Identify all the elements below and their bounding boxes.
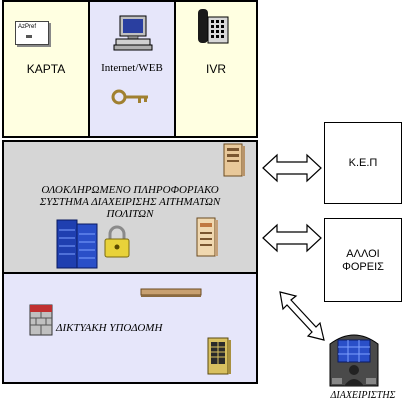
system-title: ΟΛΟΚΛΗΡΩΜΕΝΟ ΠΛΗΡΟΦΟΡΙΑΚΟ ΣΥΣΤΗΜΑ ΔΙΑΧΕΙ… bbox=[14, 184, 246, 220]
server-rack-icon bbox=[56, 219, 98, 269]
admin-label: ΔΙΑΧΕΙΡΙΣΤΗΣ bbox=[330, 390, 396, 401]
admin-workstation-icon bbox=[329, 334, 379, 387]
kep-box bbox=[324, 122, 402, 204]
computer-icon bbox=[113, 15, 153, 51]
internet-label: Internet/WEB bbox=[101, 62, 163, 74]
double-arrow-other-agencies bbox=[262, 223, 322, 253]
mainframe-icon bbox=[196, 217, 218, 257]
phone-icon bbox=[198, 9, 229, 44]
system-title-line-3: ΠΟΛΙΤΩΝ bbox=[106, 208, 154, 220]
system-title-line-1: ΟΛΟΚΛΗΡΩΜΕΝΟ ΠΛΗΡΟΦΟΡΙΑΚΟ bbox=[41, 184, 219, 196]
equipment-icon bbox=[207, 337, 231, 375]
double-arrow-kep bbox=[262, 153, 322, 183]
firewall-icon bbox=[29, 304, 53, 336]
other-agencies-line-1: ΑΛΛΟΙ bbox=[346, 248, 380, 260]
double-arrow-admin bbox=[279, 291, 325, 341]
server-tower-icon bbox=[223, 143, 245, 177]
card-icon: AzPref bbox=[15, 21, 49, 45]
card-icon-text: AzPref bbox=[18, 24, 37, 30]
other-agencies-line-2: ΦΟΡΕΙΣ bbox=[342, 261, 384, 273]
other-agencies-box bbox=[324, 218, 402, 302]
card-label: ΚΑΡΤΑ bbox=[26, 62, 66, 76]
kep-label: Κ.Ε.Π bbox=[348, 157, 378, 169]
router-icon bbox=[140, 288, 202, 297]
ivr-label: IVR bbox=[205, 62, 226, 76]
card-chip bbox=[26, 35, 32, 38]
lock-icon bbox=[104, 225, 130, 258]
network-label: ΔΙΚΤΥΑΚΗ ΥΠΟΔΟΜΗ bbox=[56, 322, 163, 334]
system-title-line-2: ΣΥΣΤΗΜΑ ΔΙΑΧΕΙΡΙΣΗΣ ΑΙΤΗΜΑΤΩΝ bbox=[39, 196, 221, 208]
key-icon bbox=[111, 89, 148, 105]
other-agencies-label: ΑΛΛΟΙ ΦΟΡΕΙΣ bbox=[324, 248, 402, 274]
